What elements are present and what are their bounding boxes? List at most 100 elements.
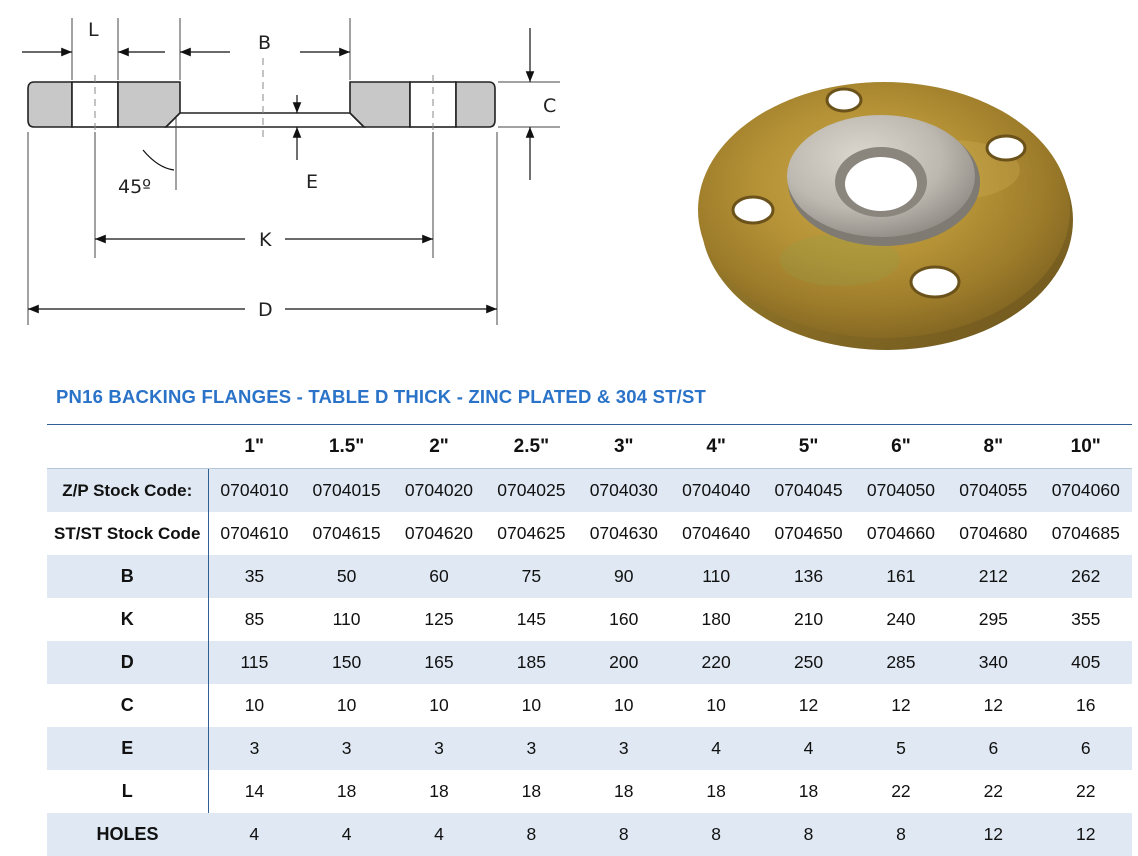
table-cell: 12 (947, 813, 1040, 856)
label-C: C (543, 95, 556, 117)
table-cell: 5 (854, 727, 948, 770)
table-cell: 0704040 (669, 468, 763, 512)
label-E: E (306, 171, 318, 193)
table-cell: 405 (1039, 641, 1132, 684)
table-cell: 295 (978, 609, 1008, 629)
table-cell: 0704615 (312, 523, 381, 543)
size-header: 1.5" (300, 424, 393, 469)
table-cell: 85 (244, 609, 265, 629)
size-header-row: 1" 1.5" 2" 2.5" 3" 4" 5" 6" 8" 10" (47, 424, 1132, 469)
size-header: 2" (392, 424, 486, 469)
table-cell: 18 (336, 781, 357, 801)
table-cell: 35 (208, 555, 301, 598)
table-cell: 0704030 (577, 468, 670, 512)
table-cell: 185 (485, 641, 578, 684)
table-cell: 8 (577, 813, 670, 856)
table-cell: 10 (336, 695, 357, 715)
table-cell: 0704050 (854, 468, 948, 512)
table-cell: 0704025 (485, 468, 578, 512)
size-header: 3" (577, 424, 670, 469)
table-cell: 0704055 (947, 468, 1040, 512)
table-cell: 10 (614, 695, 634, 715)
table-cell: 161 (854, 555, 948, 598)
table-cell: 0704010 (208, 468, 301, 512)
table-cell: 160 (609, 609, 639, 629)
table-cell: 0704650 (774, 523, 843, 543)
flange-cross-section (27, 81, 496, 128)
table-cell: 8 (762, 813, 855, 856)
row-label: ST/ST Stock Code (47, 512, 209, 555)
size-header: 4" (669, 424, 763, 469)
table-cell: 6 (1039, 727, 1132, 770)
row-label: E (47, 727, 209, 770)
table-cell: 150 (300, 641, 393, 684)
table-cell: 0704045 (762, 468, 855, 512)
table-cell: 8 (485, 813, 578, 856)
table-cell: 10 (706, 695, 726, 715)
table-cell: 22 (891, 781, 911, 801)
table-cell: 18 (706, 781, 726, 801)
table-cell: 12 (983, 695, 1004, 715)
table-cell: 3 (300, 727, 393, 770)
flange-dimension-diagram: L B C E 45º K D (22, 18, 560, 325)
table-cell: 10 (244, 695, 265, 715)
table-cell: 12 (1039, 813, 1132, 856)
row-label: HOLES (47, 813, 208, 856)
label-K: K (259, 229, 272, 251)
table-cell: 250 (762, 641, 855, 684)
size-header: 10" (1039, 424, 1132, 469)
table-cell: 4 (300, 813, 393, 856)
label-D: D (258, 299, 273, 321)
table-cell: 4 (208, 813, 301, 856)
label-B: B (258, 32, 271, 54)
spec-table: 1" 1.5" 2" 2.5" 3" 4" 5" 6" 8" 10" Z/P S… (47, 424, 1132, 856)
label-angle: 45º (118, 176, 151, 198)
header-corner (47, 424, 208, 469)
table-cell: 115 (208, 641, 301, 684)
table-cell: 0704060 (1039, 468, 1132, 512)
table-cell: 0704680 (959, 523, 1028, 543)
table-cell: 10 (521, 695, 542, 715)
size-header: 8" (947, 424, 1040, 469)
table-cell: 165 (392, 641, 486, 684)
table-row: ST/ST Stock Code 0704610 0704615 0704620 070… (47, 512, 1132, 555)
table-cell: 110 (332, 609, 361, 629)
table-cell: 75 (485, 555, 578, 598)
table-cell: 16 (1076, 695, 1096, 715)
table-cell: 3 (392, 727, 486, 770)
table-title: PN16 BACKING FLANGES - TABLE D THICK - Z… (56, 386, 706, 407)
table-cell: 240 (886, 609, 916, 629)
table-cell: 0704630 (589, 523, 658, 543)
table-cell: 200 (577, 641, 670, 684)
row-label: D (47, 641, 209, 684)
table-cell: 0704640 (682, 523, 751, 543)
table-cell: 210 (793, 609, 824, 629)
table-cell: 12 (891, 695, 911, 715)
table-cell: 0704620 (404, 523, 474, 543)
table-cell: 90 (577, 555, 670, 598)
size-header: 2.5" (485, 424, 578, 469)
table-cell: 4 (762, 727, 855, 770)
table-cell: 8 (669, 813, 763, 856)
table-cell: 3 (485, 727, 578, 770)
row-label: C (47, 684, 209, 727)
table-cell: 18 (429, 781, 449, 801)
table-cell: 355 (1071, 609, 1101, 629)
table-cell: 0704610 (220, 523, 289, 543)
table-cell: 212 (947, 555, 1040, 598)
table-cell: 110 (669, 555, 763, 598)
row-label: Z/P Stock Code: (47, 468, 209, 512)
size-header: 5" (762, 424, 855, 469)
table-cell: 0704020 (392, 468, 486, 512)
table-cell: 18 (521, 781, 542, 801)
table-cell: 4 (392, 813, 486, 856)
table-cell: 340 (947, 641, 1040, 684)
table-cell: 0704660 (866, 523, 935, 543)
table-cell: 145 (516, 609, 546, 629)
